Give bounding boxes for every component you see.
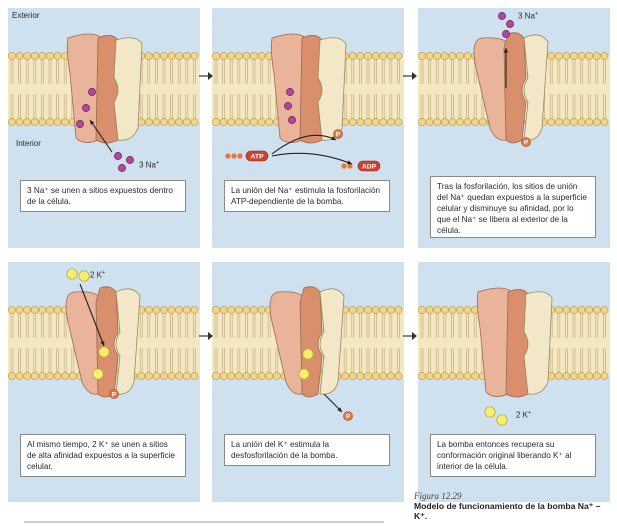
- phosphate-bead: [231, 153, 236, 158]
- sodium-ion: [126, 156, 133, 163]
- sodium-ion: [288, 116, 295, 123]
- sodium-ion: [498, 12, 505, 19]
- phosphate-group: P: [334, 130, 343, 139]
- pump-protein: [270, 287, 344, 397]
- phosphate-bead: [341, 163, 346, 168]
- membrane-illustration: P: [418, 8, 610, 178]
- figure-caption: Figura 12.29 Modelo de funcionamiento de…: [414, 491, 610, 521]
- na-ion-label: 3 Na+: [139, 160, 159, 170]
- nucleotide-molecule: ADP: [358, 161, 380, 171]
- figure-title: Modelo de funcionamiento de la bomba Na⁺…: [414, 501, 610, 521]
- membrane-illustration: P: [212, 262, 404, 432]
- sodium-ion: [286, 88, 293, 95]
- sodium-ion: [114, 152, 121, 159]
- interior-label: Interior: [16, 139, 41, 148]
- svg-text:ATP: ATP: [250, 154, 264, 161]
- sodium-ion: [284, 102, 291, 109]
- potassium-ion: [303, 349, 313, 359]
- step-arrow-icon: [403, 70, 417, 82]
- panel-dephosphorylation: P La unión del K⁺ estimula la desfosfori…: [212, 262, 404, 502]
- potassium-ion: [299, 369, 309, 379]
- k-ion-label: 2 K+: [90, 270, 105, 280]
- potassium-ion: [67, 269, 77, 279]
- sodium-ion: [506, 20, 513, 27]
- caption-step-1: 3 Na⁺ se unen a sitios expuestos dentro …: [20, 180, 186, 212]
- potassium-ion: [497, 415, 507, 425]
- caption-step-2: La unión del Na⁺ estimula la fosforilaci…: [224, 180, 390, 212]
- panel-phosphorylation: P ATP ADP La unión del Na⁺ estimula la fos…: [212, 8, 404, 248]
- potassium-ion: [79, 271, 89, 281]
- sodium-ion: [82, 104, 89, 111]
- panel-k-release: 2 K+ La bomba entonces recupera su confo…: [418, 262, 610, 502]
- membrane-illustration: P: [8, 262, 200, 432]
- caption-step-3: Tras la fosforilación, los sitios de uni…: [430, 176, 596, 238]
- step-arrow-icon: [199, 330, 213, 342]
- potassium-ion: [99, 347, 109, 357]
- svg-text:P: P: [524, 140, 529, 147]
- sodium-ion: [502, 30, 509, 37]
- motion-arrow: [272, 153, 352, 164]
- na-release-label: 3 Na+: [518, 11, 538, 21]
- k-release-label: 2 K+: [516, 410, 531, 420]
- panel-na-release: P 3 Na+ Tras la fosforilación, los sitio…: [418, 8, 610, 248]
- caption-step-5: La unión del K⁺ estimula la desfosforila…: [224, 434, 390, 466]
- panel-k-binding: P 2 K+ Al mismo tiempo, 2 K⁺ se unen a s…: [8, 262, 200, 502]
- step-arrow-icon: [403, 330, 417, 342]
- phosphate-bead: [237, 153, 242, 158]
- potassium-ion: [93, 369, 103, 379]
- svg-text:P: P: [336, 132, 341, 139]
- step-arrow-icon: [199, 70, 213, 82]
- phosphate-group: P: [344, 412, 353, 421]
- panel-na-binding: Exterior Interior 3 Na+ 3 Na⁺ se unen a …: [8, 8, 200, 248]
- exterior-label: Exterior: [12, 11, 40, 20]
- phosphate-bead: [225, 153, 230, 158]
- svg-text:P: P: [346, 414, 351, 421]
- svg-text:ADP: ADP: [362, 164, 377, 171]
- caption-step-6: La bomba entonces recupera su conformaci…: [430, 434, 596, 477]
- pump-protein: [477, 288, 552, 397]
- sodium-ion: [76, 120, 83, 127]
- figure-number: Figura 12.29: [414, 491, 610, 501]
- sodium-ion: [118, 164, 125, 171]
- svg-text:P: P: [112, 392, 117, 399]
- nucleotide-molecule: ATP: [246, 151, 268, 161]
- membrane-illustration: [8, 8, 200, 178]
- phosphate-group: P: [110, 390, 119, 399]
- pump-protein: [271, 34, 346, 143]
- potassium-ion: [485, 407, 495, 417]
- phosphate-group: P: [522, 138, 531, 147]
- membrane-illustration: [418, 262, 610, 432]
- sodium-ion: [88, 88, 95, 95]
- footer-text-fragment: [24, 521, 384, 523]
- membrane-illustration: P ATP ADP: [212, 8, 404, 178]
- pump-protein: [474, 33, 548, 143]
- caption-step-4: Al mismo tiempo, 2 K⁺ se unen a sitios d…: [20, 434, 186, 477]
